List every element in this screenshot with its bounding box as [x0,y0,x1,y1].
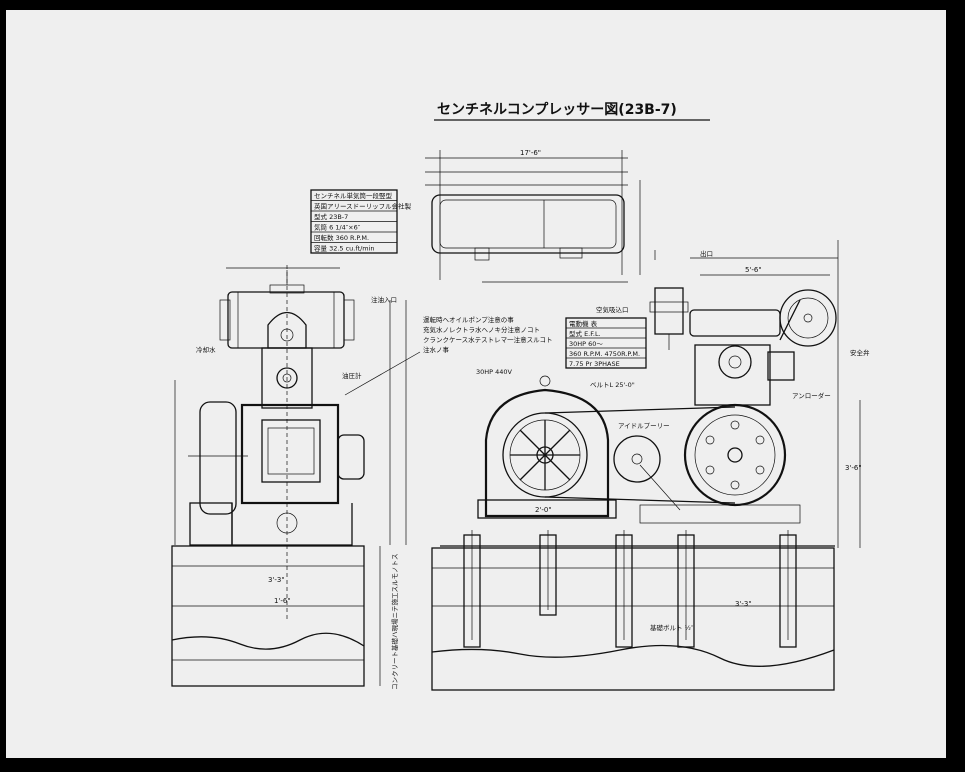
plan-view-aftercooler: 17'-6" [425,149,656,283]
label-safety-valve: 安全弁 [850,348,870,357]
end-view-foundation: コンクリート基礎ハ現場ニテ施工スルモノトス [171,545,399,691]
note-line: クランクケース水テストレマ一注意スルコト [423,335,553,344]
label-water-cooling: 冷却水 [196,345,216,354]
spec-left-row: 英国アリースドーリッフル会社製 [314,202,412,211]
spec-right-row: 360 R.P.M. 4750R.P.M. [569,350,640,358]
note-line: 充気水ノレクトラ水ヘノキ分注意ノコト [423,325,540,334]
spec-table-left: センチネル単気筒一段竪型 英国アリースドーリッフル会社製 型式 23B-7 気筒… [310,189,412,254]
dim-base-depth: 1'-6" [274,597,291,605]
label-idler-pulley: アイドルプーリー [618,422,670,430]
paper [6,10,946,758]
spec-right-row: 7.75 Pr 3PHASE [569,360,620,368]
spec-right-row: 30HP 60〜 [569,340,603,348]
spec-left-row: 気筒 6 1/4″×6″ [314,223,361,232]
note-line: 運転時ヘオイルポンプ注意の事 [423,315,514,324]
dim-height: 3'-6" [845,464,862,472]
label-motor-rating: 30HP 440V [476,368,513,376]
label-air-intake: 空気吸込口 [596,305,629,314]
spec-table-right: 電動機 表 型式 E.F.L. 30HP 60〜 360 R.P.M. 4750… [565,317,647,369]
label-belt: ベルトL 25'-0" [590,381,635,389]
spec-left-row: センチネル単気筒一段竪型 [314,191,393,200]
label-oil-pressure-gauge: 油圧計 [342,371,362,380]
label-anchor-bolt: 基礎ボルト ½″ [650,623,694,632]
label-unloader: アンローダー [792,391,831,400]
dim-bolt-spacing: 3'-3" [735,600,752,608]
drawing-title: センチネルコンプレッサー図(23B-7) [437,102,677,118]
end-view-compressor [174,265,407,620]
side-view-foundation: 基礎ボルト ½″ [431,530,835,691]
label-oil-inlet: 注油入口 [371,295,397,304]
spec-right-row: 電動機 表 [569,319,598,328]
spec-left-row: 型式 23B-7 [314,212,348,221]
spec-right-row: 型式 E.F.L. [569,329,601,338]
dim-motor-center: 5'-6" [745,266,762,274]
spec-left-row: 容量 32.5 cu.ft/min [314,244,375,253]
label-foundation-note: コンクリート基礎ハ現場ニテ施工スルモノトス [390,554,399,691]
label-cooler-outlet: 出口 [700,249,713,258]
idler-pulley [544,406,736,511]
note-line: 注水ノ事 [423,345,450,354]
dim-base-width: 3'-3" [268,576,285,584]
dim-pulley-center: 2'-0" [535,506,552,514]
notes-block: 運転時ヘオイルポンプ注意の事 充気水ノレクトラ水ヘノキ分注意ノコト クランクケー… [344,315,553,396]
dim-overall-length: 17'-6" [520,149,541,157]
side-view-compressor [639,240,861,548]
spec-left-row: 回転数 360 R.P.M. [314,233,369,242]
